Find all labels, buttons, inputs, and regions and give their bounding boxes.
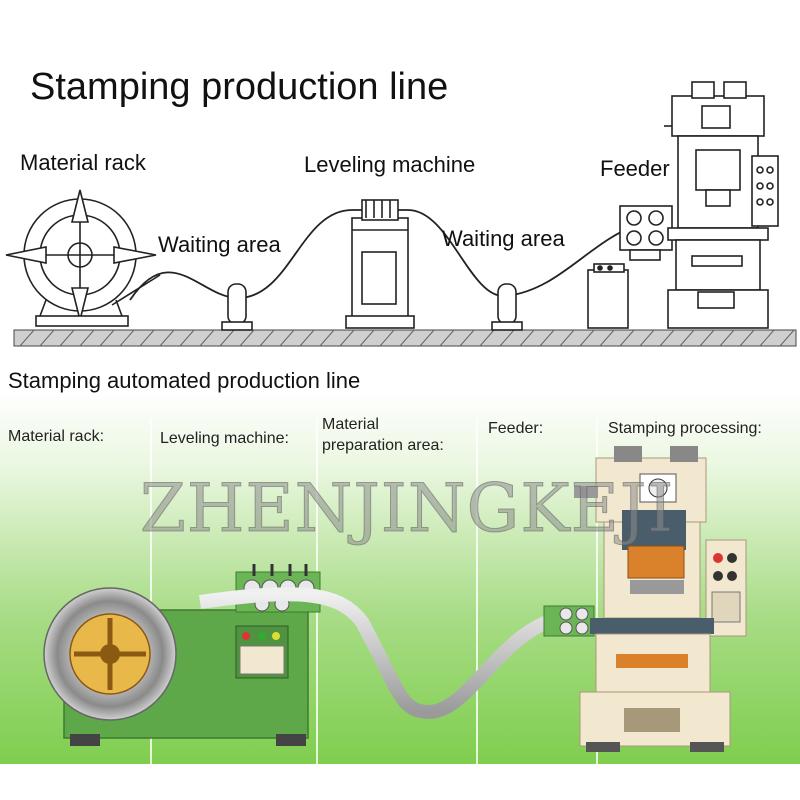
- top-line-drawing: [5, 81, 797, 347]
- label-material-prep-line1: Material: [322, 416, 379, 433]
- bottom-title: Stamping automated production line: [8, 368, 361, 393]
- label-feeder-bottom: Feeder:: [488, 420, 544, 437]
- strip-material-top: [129, 209, 641, 301]
- label-stamping-processing: Stamping processing:: [608, 420, 762, 437]
- stamping-press-render: [574, 446, 747, 752]
- watermark-text: ZHENJINGKEJI: [139, 470, 675, 548]
- bottom-machines: [43, 446, 747, 752]
- ground-floor: [13, 329, 797, 347]
- label-material-rack-bottom: Material rack:: [8, 428, 105, 445]
- column-divider-4: [596, 418, 598, 764]
- steel-coil-render: [43, 587, 177, 721]
- label-waiting-area-2: Waiting area: [442, 226, 565, 251]
- strip-material-bottom: [199, 587, 562, 720]
- control-cabinet-drawing: [587, 263, 629, 329]
- label-material-prep-line2: preparation area:: [322, 437, 444, 454]
- column-divider-1: [150, 418, 152, 764]
- feeder-render: [543, 605, 595, 637]
- label-leveling-machine-bottom: Leveling machine:: [160, 430, 289, 447]
- label-feeder-top: Feeder: [600, 156, 670, 181]
- top-title: Stamping production line: [30, 66, 449, 108]
- leveling-machine-drawing: [345, 199, 415, 329]
- feeder-drawing: [619, 205, 673, 261]
- material-rack-drawing: [5, 189, 161, 327]
- press-machine-drawing: [664, 81, 779, 329]
- label-leveling-machine-top: Leveling machine: [304, 152, 476, 177]
- label-waiting-area-1: Waiting area: [158, 232, 281, 257]
- column-divider-3: [476, 418, 478, 764]
- label-material-rack-top: Material rack: [20, 150, 146, 175]
- waiting-area-post-2: [491, 283, 523, 331]
- waiting-area-post-1: [221, 283, 253, 331]
